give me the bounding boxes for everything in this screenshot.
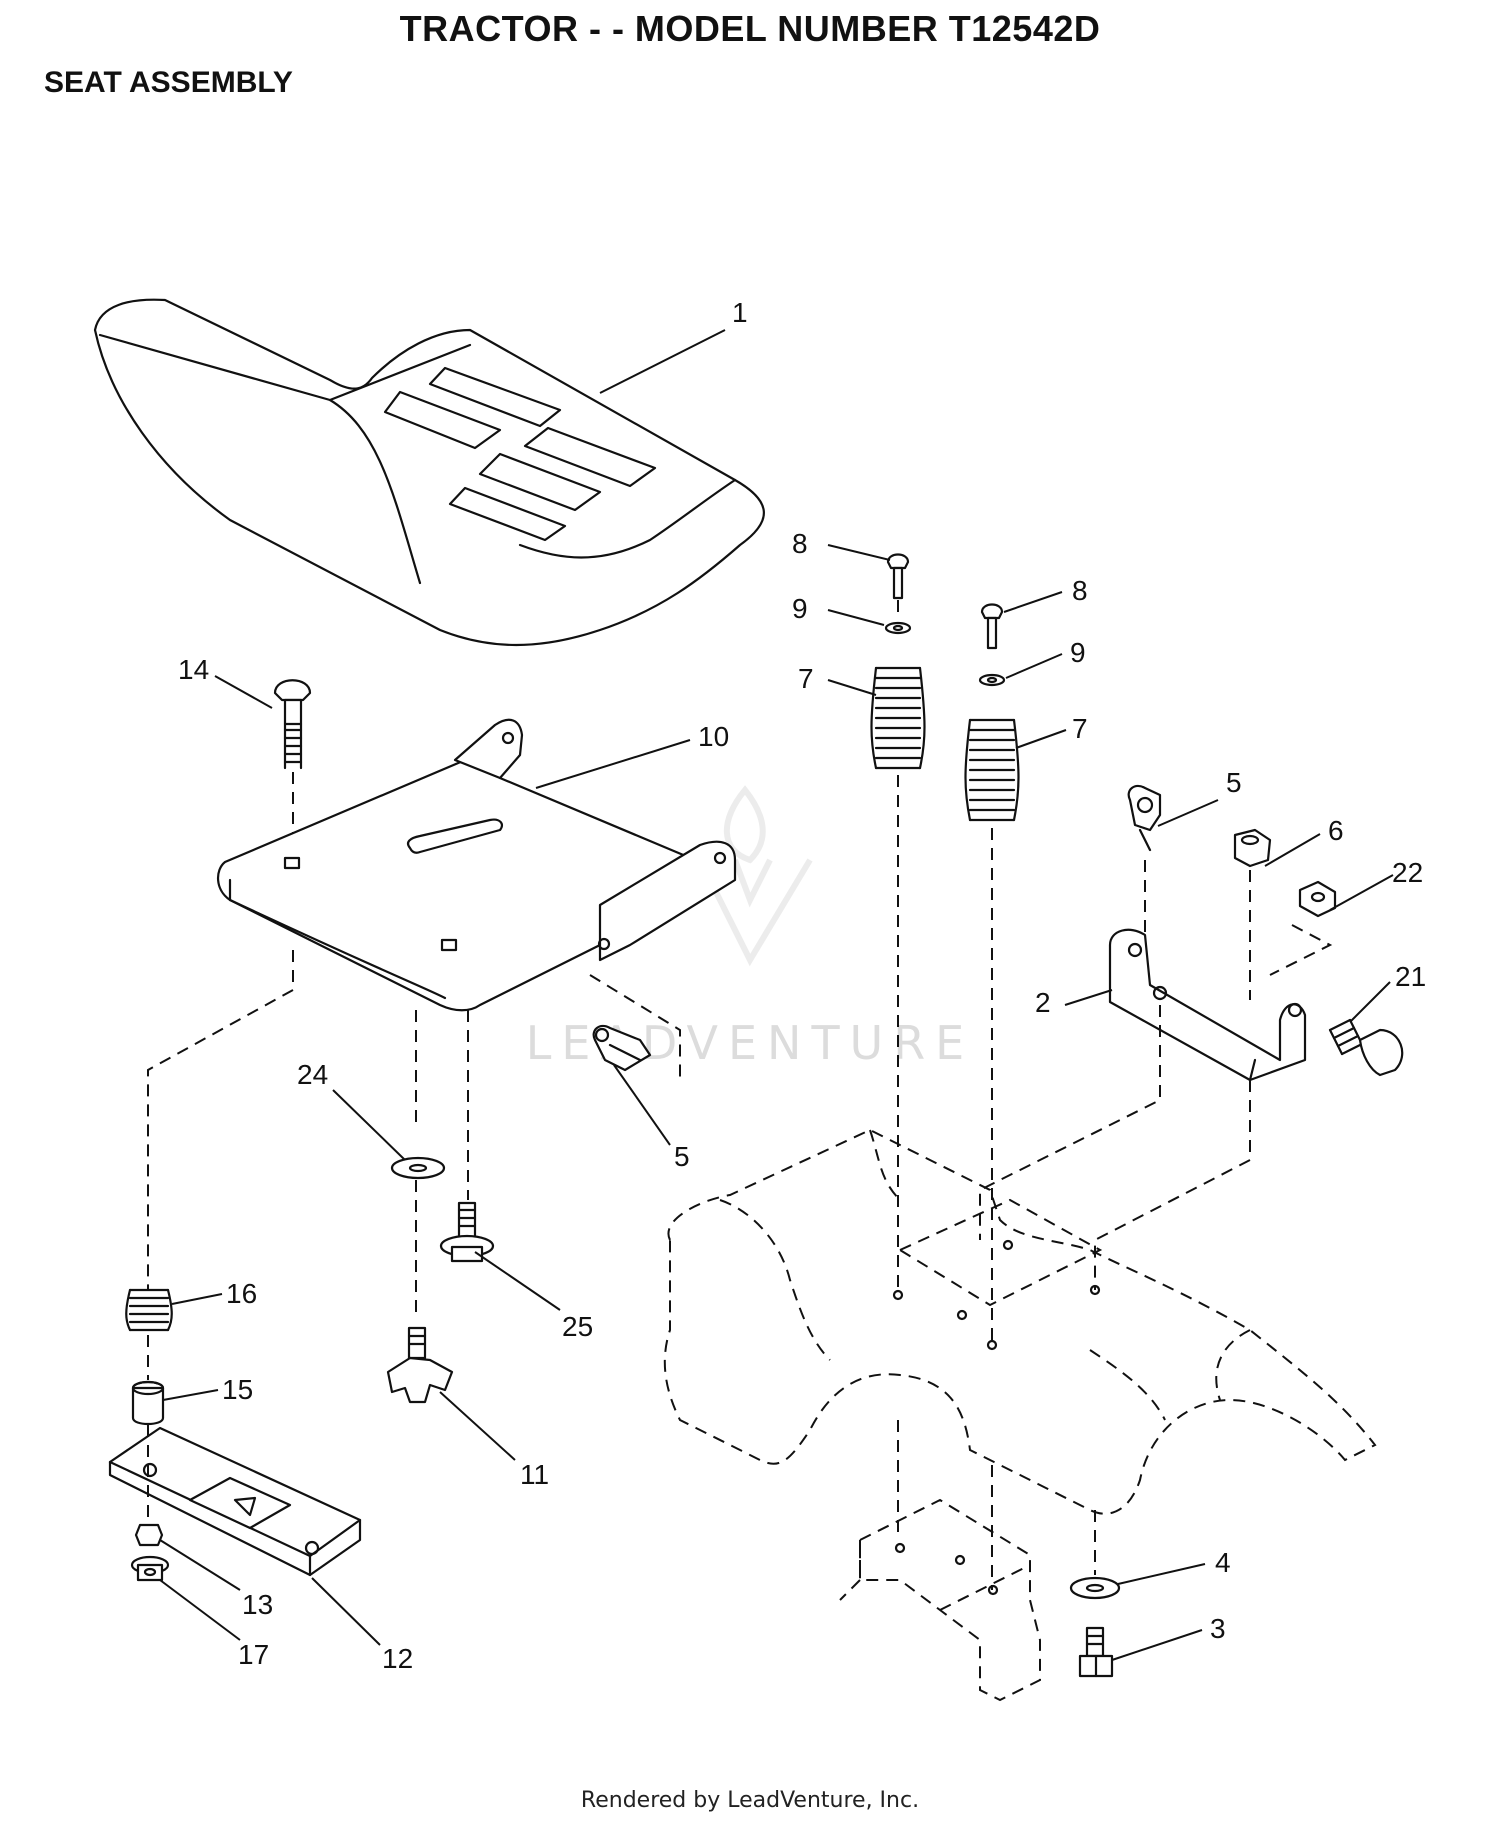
seat-cushion <box>93 298 765 647</box>
adjustment-knob <box>386 1326 454 1404</box>
watermark-logo <box>697 785 813 967</box>
section-title: SEAT ASSEMBLY <box>44 66 293 99</box>
compression-spring <box>125 1288 173 1332</box>
washer-left <box>884 621 912 635</box>
callout-9: 9 <box>792 593 808 624</box>
exploded-parts-diagram: 1 8 9 7 8 9 7 14 10 5 6 22 2 21 24 5 25 … <box>93 297 1426 1702</box>
callout-14: 14 <box>178 654 209 685</box>
callout-leaders <box>159 329 1394 1661</box>
callout-10: 10 <box>698 721 729 752</box>
hex-washer <box>1298 880 1337 918</box>
flat-washer <box>390 1156 446 1180</box>
seat-bracket <box>1108 928 1307 1082</box>
frame-mount-bracket <box>839 1498 1041 1702</box>
bolt-shoulder <box>1328 1018 1404 1077</box>
callout-4: 4 <box>1215 1547 1231 1578</box>
callout-8: 8 <box>1072 575 1088 606</box>
callout-11: 11 <box>520 1459 549 1490</box>
coil-spring-left <box>870 666 926 770</box>
coil-spring-right <box>964 718 1020 822</box>
callout-6: 6 <box>1328 815 1344 846</box>
callout-8: 8 <box>792 528 808 559</box>
mounting-plate <box>108 1426 362 1577</box>
callout-25: 25 <box>562 1311 593 1342</box>
frame-washer <box>1069 1576 1121 1600</box>
callout-16: 16 <box>226 1278 257 1309</box>
clevis-pin-right <box>980 603 1004 650</box>
callout-7: 7 <box>798 663 814 694</box>
seat-pan <box>217 718 737 1012</box>
callout-17: 17 <box>238 1639 269 1670</box>
carriage-bolt <box>273 679 312 770</box>
callout-24: 24 <box>297 1059 328 1090</box>
seat-clip-upper <box>1127 784 1162 852</box>
hex-nut-small <box>134 1523 164 1547</box>
shoulder-bolt <box>439 1201 495 1263</box>
callout-9: 9 <box>1070 637 1086 668</box>
callout-5: 5 <box>674 1141 690 1172</box>
clevis-pin-left <box>886 553 910 600</box>
callout-1: 1 <box>732 297 748 328</box>
lock-nut <box>1233 828 1272 868</box>
callout-21: 21 <box>1395 961 1426 992</box>
spacer-bushing <box>131 1380 165 1426</box>
tractor-frame-outline <box>663 1128 1377 1515</box>
callout-3: 3 <box>1210 1613 1226 1644</box>
hex-bolt <box>1078 1626 1114 1678</box>
seat-clip-lower <box>592 1024 652 1072</box>
flange-nut <box>130 1555 170 1582</box>
page-title: TRACTOR - - MODEL NUMBER T12542D <box>399 8 1101 49</box>
callout-5: 5 <box>1226 767 1242 798</box>
callout-13: 13 <box>242 1589 273 1620</box>
callout-2: 2 <box>1035 987 1051 1018</box>
footer-credit: Rendered by LeadVenture, Inc. <box>580 1788 920 1813</box>
callout-22: 22 <box>1392 857 1423 888</box>
washer-right <box>978 673 1006 687</box>
callout-12: 12 <box>382 1643 413 1674</box>
callout-15: 15 <box>222 1374 253 1405</box>
callout-7: 7 <box>1072 713 1088 744</box>
